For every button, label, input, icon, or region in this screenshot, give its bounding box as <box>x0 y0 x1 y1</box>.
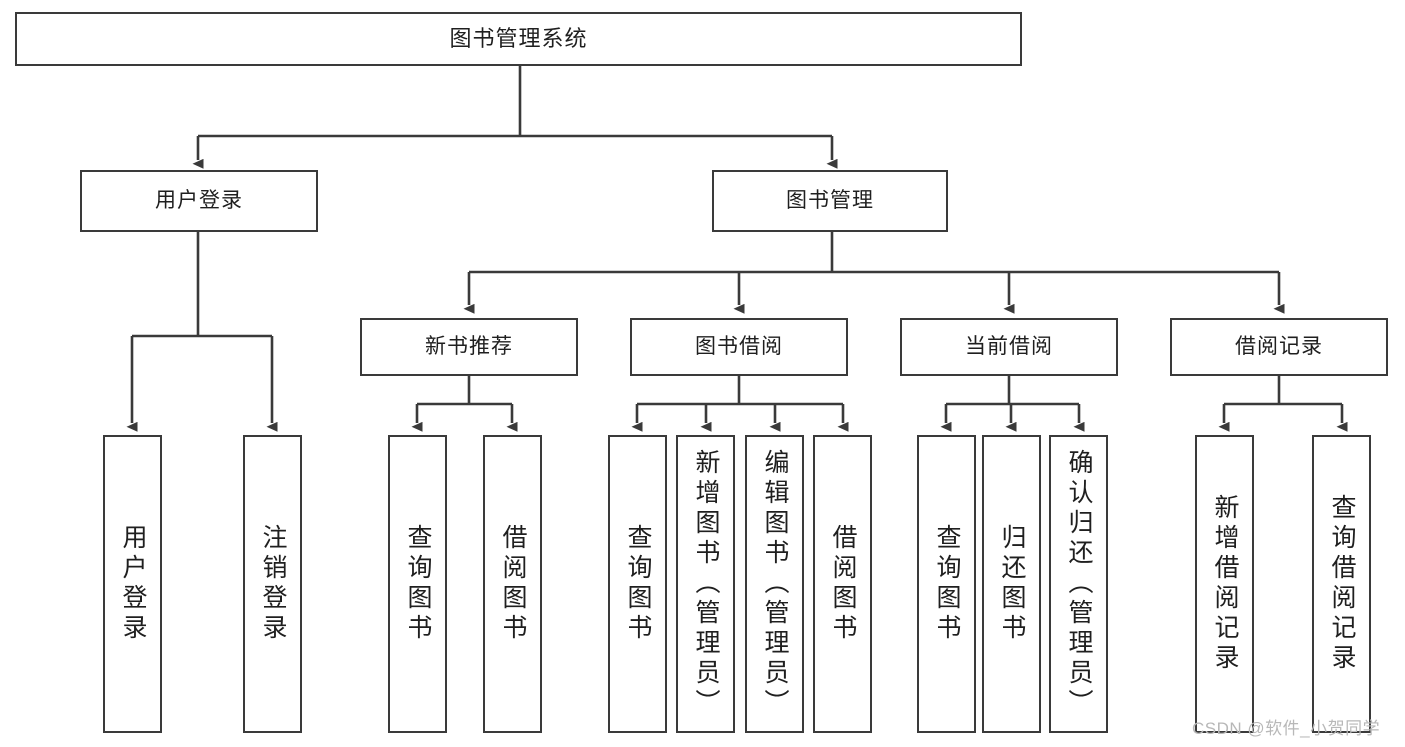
leaf-confirm-return-admin[interactable]: 确认归还（管理员） <box>1049 435 1108 733</box>
node-new-book-recommend[interactable]: 新书推荐 <box>360 318 578 376</box>
node-label: 查询图书 <box>933 524 961 644</box>
node-label: 图书管理 <box>786 188 874 212</box>
node-label: 新增图书（管理员） <box>692 449 720 719</box>
node-borrow-record[interactable]: 借阅记录 <box>1170 318 1388 376</box>
leaf-query-book-current[interactable]: 查询图书 <box>917 435 976 733</box>
leaf-add-book-admin[interactable]: 新增图书（管理员） <box>676 435 735 733</box>
node-label: 借阅记录 <box>1235 334 1323 358</box>
node-label: 确认归还（管理员） <box>1065 449 1093 719</box>
node-label: 用户登录 <box>155 188 243 212</box>
node-label: 查询图书 <box>404 524 432 644</box>
node-label: 借阅图书 <box>829 524 857 644</box>
node-label: 归还图书 <box>998 524 1026 644</box>
node-label: 图书管理系统 <box>449 26 588 52</box>
leaf-query-book-borrow[interactable]: 查询图书 <box>608 435 667 733</box>
node-label: 查询借阅记录 <box>1328 494 1356 674</box>
node-label: 注销登录 <box>259 524 287 644</box>
node-label: 查询图书 <box>624 524 652 644</box>
leaf-return-book[interactable]: 归还图书 <box>982 435 1041 733</box>
node-label: 图书借阅 <box>695 334 783 358</box>
leaf-logout[interactable]: 注销登录 <box>243 435 302 733</box>
node-label: 借阅图书 <box>499 524 527 644</box>
node-book-borrow[interactable]: 图书借阅 <box>630 318 848 376</box>
node-label: 编辑图书（管理员） <box>761 449 789 719</box>
leaf-user-login[interactable]: 用户登录 <box>103 435 162 733</box>
node-label: 新书推荐 <box>425 334 513 358</box>
node-label: 新增借阅记录 <box>1211 494 1239 674</box>
node-current-borrow[interactable]: 当前借阅 <box>900 318 1118 376</box>
node-root-book-management-system[interactable]: 图书管理系统 <box>15 12 1022 66</box>
leaf-borrow-book[interactable]: 借阅图书 <box>813 435 872 733</box>
leaf-edit-book-admin[interactable]: 编辑图书（管理员） <box>745 435 804 733</box>
leaf-add-borrow-record[interactable]: 新增借阅记录 <box>1195 435 1254 733</box>
leaf-query-book-recommend[interactable]: 查询图书 <box>388 435 447 733</box>
node-label: 用户登录 <box>119 524 147 644</box>
node-label: 当前借阅 <box>965 334 1053 358</box>
node-book-management[interactable]: 图书管理 <box>712 170 948 232</box>
leaf-query-borrow-record[interactable]: 查询借阅记录 <box>1312 435 1371 733</box>
node-user-login[interactable]: 用户登录 <box>80 170 318 232</box>
leaf-borrow-book-recommend[interactable]: 借阅图书 <box>483 435 542 733</box>
